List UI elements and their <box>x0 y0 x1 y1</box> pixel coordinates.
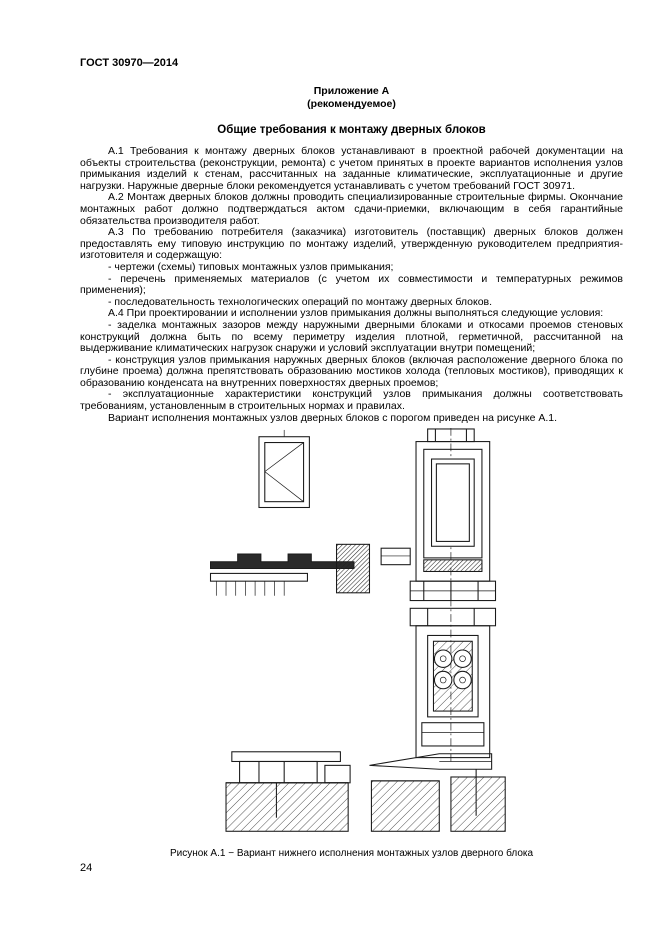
upper-frame-section-drawing <box>409 428 497 602</box>
figure-a1: Рисунок А.1 − Вариант нижнего исполнения… <box>80 428 623 859</box>
threshold-node-right-drawing <box>369 753 506 833</box>
door-elevation-drawing <box>258 430 310 509</box>
figure-a1-drawing <box>209 428 506 833</box>
list-item-materials: - перечень применяемых материалов (с уче… <box>80 272 623 297</box>
threshold-profile-drawing <box>209 544 411 596</box>
list-item-performance: - эксплуатационные характеристики констр… <box>80 388 623 413</box>
paragraph-a1: А.1 Требования к монтажу дверных блоков … <box>80 145 623 192</box>
paragraph-a4: А.4 При проектировании и исполнении узло… <box>108 307 604 320</box>
list-item-cold-bridges: - конструкция узлов примыкания наружных … <box>80 353 623 389</box>
paragraph-a3: А.3 По требованию потребителя (заказчика… <box>80 226 623 262</box>
paragraph-a2: А.2 Монтаж дверных блоков должны проводи… <box>80 191 623 227</box>
document-code: ГОСТ 30970—2014 <box>80 57 179 69</box>
appendix-kind: (рекомендуемое) <box>307 98 396 110</box>
page-content: ГОСТ 30970—2014 Приложение А (рекомендуе… <box>80 57 623 859</box>
lower-frame-section-drawing <box>409 608 497 759</box>
appendix-heading: Приложение А (рекомендуемое) <box>80 85 623 111</box>
page-number: 24 <box>80 862 93 874</box>
paragraph-figure-ref: Вариант исполнения монтажных узлов дверн… <box>108 411 558 424</box>
body-text: А.1 Требования к монтажу дверных блоков … <box>80 145 623 424</box>
figure-caption: Рисунок А.1 − Вариант нижнего исполнения… <box>169 848 534 860</box>
section-title: Общие требования к монтажу дверных блоко… <box>217 124 486 136</box>
threshold-node-left-drawing <box>225 751 351 833</box>
list-item-drawings: - чертежи (схемы) типовых монтажных узло… <box>108 260 394 273</box>
appendix-label: Приложение А <box>313 85 390 97</box>
list-item-operations: - последовательность технологических опе… <box>108 295 493 308</box>
list-item-sealing: - заделка монтажных зазоров между наружн… <box>80 318 623 355</box>
